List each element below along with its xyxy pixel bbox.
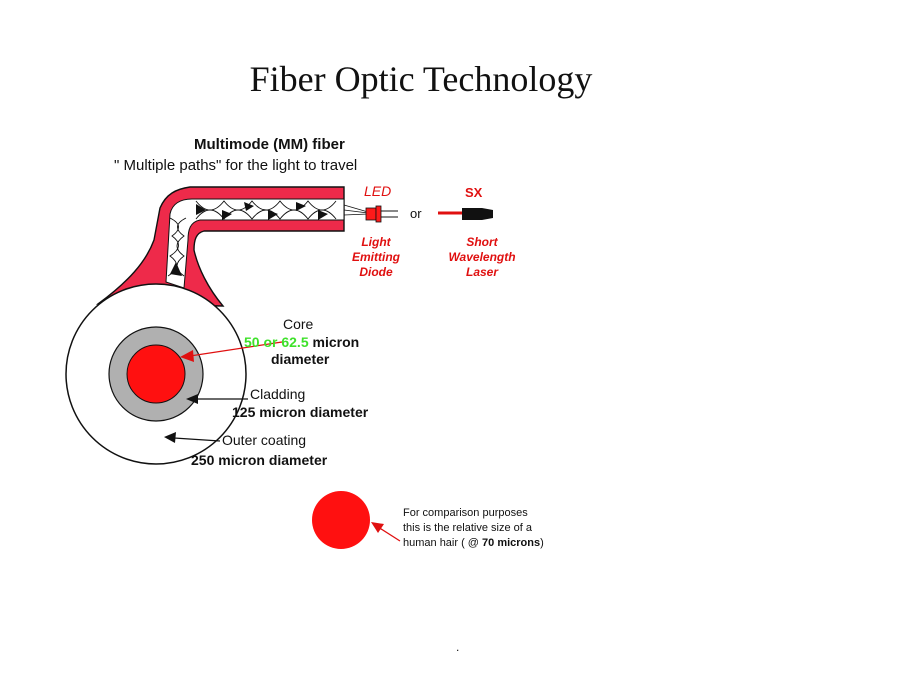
sx-desc-line: Laser — [465, 265, 499, 279]
led-description: Light Emitting Diode — [344, 235, 408, 280]
core-size-values: 50 or 62.5 — [244, 334, 309, 350]
core-circle — [126, 344, 186, 404]
sx-desc-line: Short — [466, 235, 498, 249]
page-title: Fiber Optic Technology — [249, 59, 593, 99]
footer-dot: . — [456, 640, 460, 654]
led-desc-line: Light — [361, 235, 391, 249]
comparison-line-3-c: ) — [540, 537, 544, 549]
comparison-line-3: human hair ( @ 70 microns) — [403, 536, 544, 551]
comparison-hair-size: 70 microns — [482, 537, 541, 549]
or-label: or — [410, 206, 422, 221]
fiber-subheading: " Multiple paths" for the light to trave… — [114, 157, 358, 174]
pointer-arrows — [164, 341, 401, 542]
comparison-line-2: this is the relative size of a — [403, 522, 533, 534]
light-fanout — [343, 204, 369, 216]
light-arrowheads — [170, 202, 328, 276]
core-size: 50 or 62.5 micron — [244, 334, 359, 351]
outer-coating-size: 250 micron diameter — [191, 452, 328, 468]
sx-desc-line: Wavelength — [448, 250, 516, 264]
led-icon — [365, 205, 398, 223]
core-diameter-label: diameter — [271, 351, 330, 367]
cladding-size: 125 micron diameter — [232, 404, 369, 420]
led-label: LED — [364, 183, 392, 199]
core-label: Core — [283, 316, 314, 332]
comparison-line-3-a: human hair ( @ — [403, 537, 483, 549]
outer-coating-label: Outer coating — [222, 432, 307, 448]
sx-label: SX — [465, 185, 483, 200]
led-desc-line: Emitting — [352, 250, 400, 264]
fiber-core-channel — [165, 198, 345, 289]
comparison-note: For comparison purposes this is the rela… — [403, 506, 544, 551]
sx-description: Short Wavelength Laser — [437, 235, 527, 280]
fiber-heading: Multimode (MM) fiber — [194, 136, 345, 153]
cladding-label: Cladding — [250, 386, 306, 402]
laser-icon — [438, 208, 493, 220]
led-desc-line: Diode — [359, 265, 393, 279]
core-size-unit: micron — [308, 334, 360, 350]
human-hair-circle — [312, 491, 370, 549]
comparison-line-1: For comparison purposes — [403, 507, 528, 519]
